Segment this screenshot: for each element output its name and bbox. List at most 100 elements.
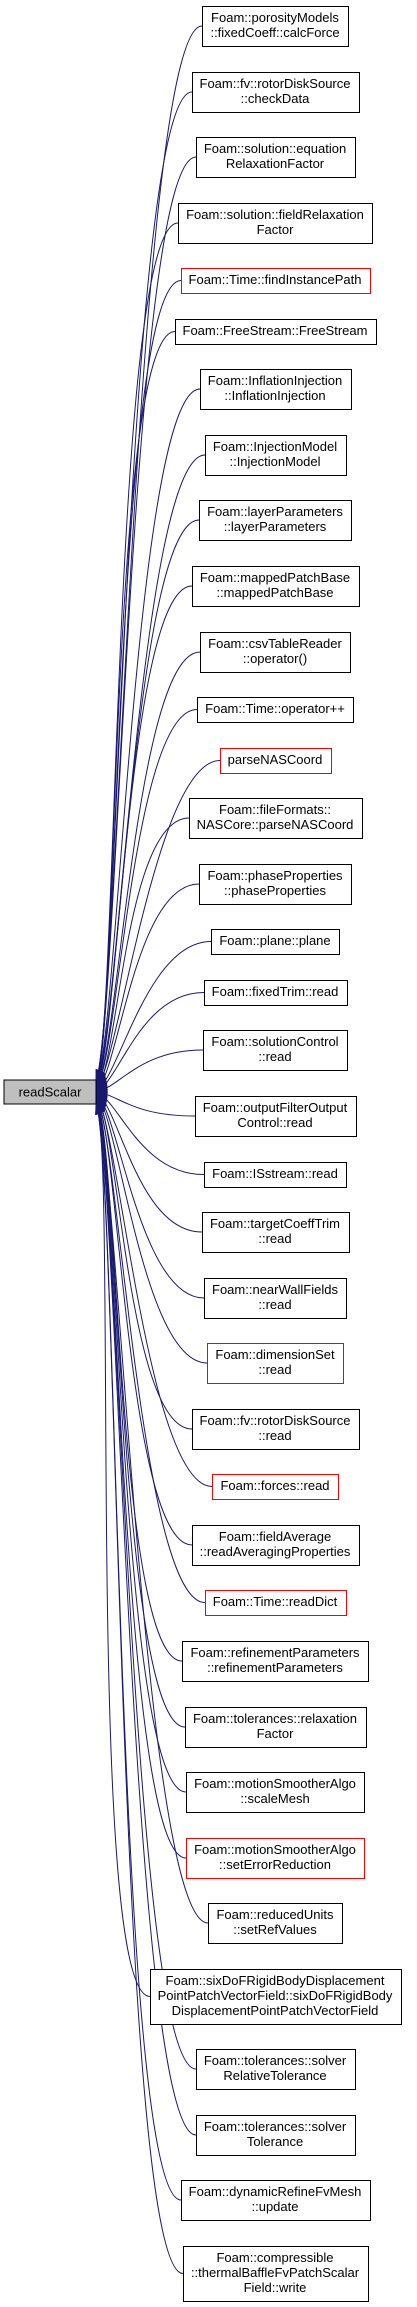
caller-node-label: Foam::plane::plane <box>219 933 330 948</box>
caller-node-box <box>186 1772 365 1813</box>
caller-node-label: Control::read <box>237 1115 312 1130</box>
caller-node[interactable]: Foam::InjectionModel::InjectionModel <box>205 435 347 476</box>
caller-node[interactable]: Foam::porosityModels::fixedCoeff::calcFo… <box>202 6 349 47</box>
caller-node[interactable]: Foam::compressible::thermalBaffleFvPatch… <box>183 2246 369 2302</box>
caller-node-box <box>192 72 360 113</box>
caller-node-box <box>208 1903 343 1944</box>
caller-node-label: Foam::layerParameters <box>207 504 343 519</box>
caller-node-label: ::read <box>258 1049 291 1064</box>
call-edge <box>95 585 193 1087</box>
caller-node[interactable]: Foam::nearWallFields::read <box>204 1278 347 1319</box>
caller-node-label: Foam::refinementParameters <box>190 1645 360 1660</box>
caller-node-box <box>199 864 352 905</box>
caller-node-box <box>196 2115 356 2156</box>
root-node-readScalar[interactable]: readScalar <box>3 1079 97 1105</box>
call-edge <box>95 1094 208 1364</box>
caller-node[interactable]: Foam::fixedTrim::read <box>204 980 348 1006</box>
caller-node-label: Foam::phaseProperties <box>207 868 343 883</box>
caller-node-box <box>186 1838 365 1879</box>
caller-node-label: PointPatchVectorField::sixDoFRigidBody <box>158 1988 393 2003</box>
caller-node-label: ::scaleMesh <box>240 1791 309 1806</box>
caller-node-label: ::setErrorReduction <box>219 1857 331 1872</box>
caller-node-label: Foam::porosityModels <box>211 10 339 25</box>
caller-node[interactable]: Foam::Time::operator++ <box>197 697 354 723</box>
caller-node[interactable]: Foam::fieldAverage::readAveragingPropert… <box>192 1525 360 1566</box>
caller-node[interactable]: Foam::dimensionSet::read <box>207 1343 344 1384</box>
caller-node-box <box>199 500 352 541</box>
caller-node[interactable]: Foam::fv::rotorDiskSource::read <box>192 1409 360 1450</box>
caller-node[interactable]: Foam::fileFormats::NASCore::parseNASCoor… <box>189 798 363 839</box>
caller-node-label: Factor <box>257 1726 295 1741</box>
root-node-label: readScalar <box>19 1085 83 1100</box>
caller-node[interactable]: Foam::Time::readDict <box>205 1590 347 1616</box>
call-edge <box>95 156 197 1082</box>
caller-node-box <box>204 980 348 1006</box>
caller-node[interactable]: Foam::plane::plane <box>211 929 340 955</box>
caller-node[interactable]: Foam::refinementParameters::refinementPa… <box>182 1641 369 1682</box>
caller-node-label: ::refinementParameters <box>207 1660 343 1675</box>
caller-node[interactable]: Foam::layerParameters::layerParameters <box>199 500 352 541</box>
caller-node-label: Foam::tolerances::relaxation <box>193 1711 357 1726</box>
caller-node-label: RelaxationFactor <box>226 156 325 171</box>
caller-node-box <box>185 1707 367 1748</box>
caller-node-label: Foam::compressible <box>216 2250 333 2265</box>
caller-node-label: NASCore::parseNASCoord <box>197 817 354 832</box>
call-edge <box>95 1102 197 2136</box>
caller-node[interactable]: Foam::FreeStream::FreeStream <box>175 319 377 345</box>
caller-node[interactable]: Foam::phaseProperties::phaseProperties <box>199 864 352 905</box>
caller-node-label: Foam::tolerances::solver <box>204 2119 347 2134</box>
caller-node-label: ::phaseProperties <box>224 883 326 898</box>
caller-node-label: Foam::dynamicRefineFvMesh <box>189 2184 362 2199</box>
caller-node-box <box>196 137 356 178</box>
caller-node[interactable]: Foam::sixDoFRigidBodyDisplacementPointPa… <box>150 1969 402 2025</box>
caller-node-label: parseNASCoord <box>228 752 323 767</box>
caller-node[interactable]: Foam::forces::read <box>212 1474 339 1500</box>
caller-node-label: Foam::solution::equation <box>204 141 346 156</box>
root-node-box <box>3 1079 97 1105</box>
caller-node-box <box>203 1030 348 1071</box>
caller-node[interactable]: Foam::ISstream::read <box>204 1162 347 1188</box>
caller-node-label: ::read <box>258 1428 291 1443</box>
caller-node[interactable]: Foam::reducedUnits::setRefValues <box>208 1903 343 1944</box>
caller-node[interactable]: Foam::csvTableReader::operator() <box>200 632 351 673</box>
caller-node[interactable]: Foam::Time::findInstancePath <box>181 268 371 294</box>
call-edge <box>95 941 212 1092</box>
caller-node-label: Foam::fieldAverage <box>219 1529 332 1544</box>
caller-node-label: Foam::targetCoeffTrim <box>210 1216 340 1231</box>
caller-node-label: Foam::Time::readDict <box>213 1594 338 1609</box>
caller-node-label: ::thermalBaffleFvPatchScalar <box>191 2265 360 2280</box>
caller-node-label: Factor <box>257 222 295 237</box>
caller-node[interactable]: Foam::tolerances::solverRelativeToleranc… <box>196 2049 356 2090</box>
caller-node-box <box>182 1641 369 1682</box>
caller-node[interactable]: parseNASCoord <box>220 748 332 774</box>
caller-node-box <box>197 697 354 723</box>
call-edge <box>95 222 179 1083</box>
call-edge <box>95 992 205 1094</box>
caller-node-box <box>200 369 352 410</box>
caller-node-label: Field::write <box>244 2280 307 2295</box>
caller-node-label: Foam::motionSmootherAlgo <box>194 1842 356 1857</box>
caller-node[interactable]: Foam::motionSmootherAlgo::setErrorReduct… <box>186 1838 365 1879</box>
caller-node[interactable]: Foam::solutionControl::read <box>203 1030 348 1071</box>
caller-node-label: Foam::forces::read <box>220 1478 329 1493</box>
caller-node-label: Foam::InflationInjection <box>208 373 342 388</box>
caller-node-label: RelativeTolerance <box>223 2068 326 2083</box>
caller-node[interactable]: Foam::InflationInjection::InflationInjec… <box>200 369 352 410</box>
caller-node[interactable]: Foam::mappedPatchBase::mappedPatchBase <box>192 566 360 607</box>
call-edge <box>95 1097 206 1603</box>
caller-node-label: Foam::sixDoFRigidBodyDisplacement <box>166 1973 385 1988</box>
caller-node-box <box>207 1343 344 1384</box>
caller-node[interactable]: Foam::fv::rotorDiskSource::checkData <box>192 72 360 113</box>
caller-node[interactable]: Foam::dynamicRefineFvMesh::update <box>181 2180 371 2221</box>
call-edge <box>95 709 198 1089</box>
caller-node-label: Foam::reducedUnits <box>216 1907 334 1922</box>
caller-node-box <box>196 2049 356 2090</box>
caller-node[interactable]: Foam::targetCoeffTrim::read <box>202 1212 350 1253</box>
caller-node[interactable]: Foam::motionSmootherAlgo::scaleMesh <box>186 1772 365 1813</box>
caller-node-box <box>204 1162 347 1188</box>
